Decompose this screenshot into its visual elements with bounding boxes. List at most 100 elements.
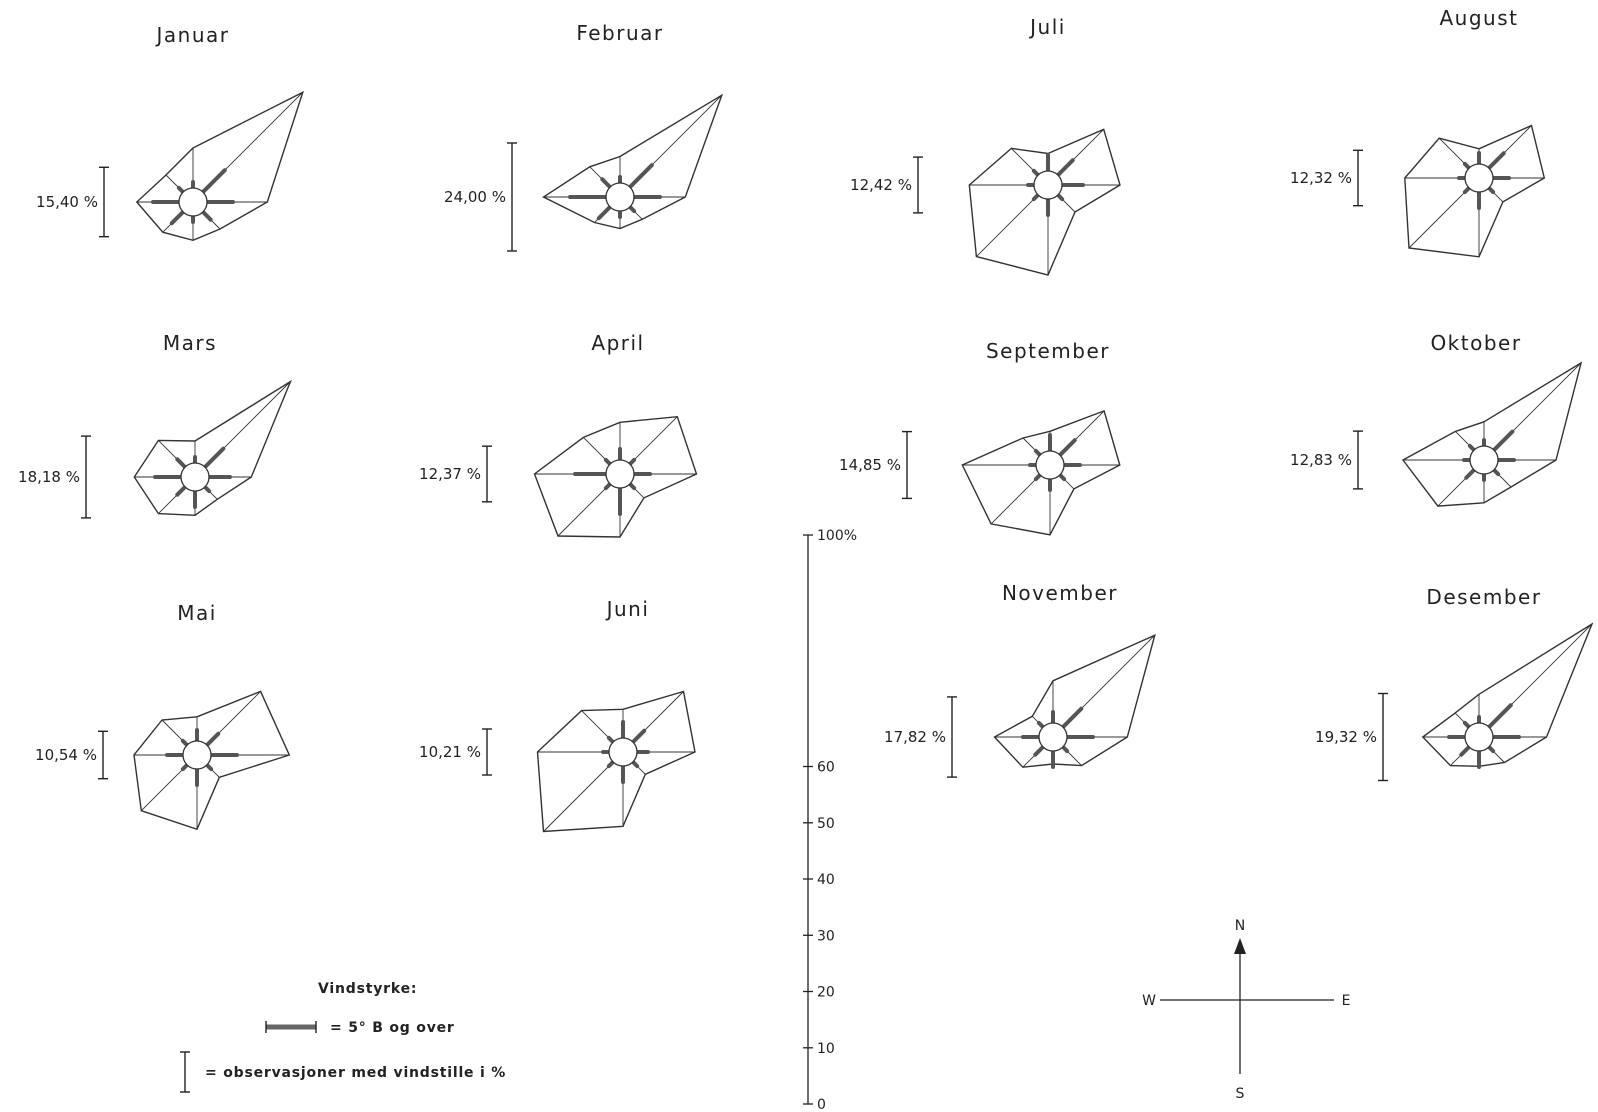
rose-strong-bar-oktober-se xyxy=(1492,468,1501,477)
rose-strong-bar-oktober-ne xyxy=(1492,429,1515,452)
rose-strong-bar-juni-ne xyxy=(631,728,647,744)
rose-strong-bar-mars-ne xyxy=(203,446,226,469)
rose-strong-bar-november-sw xyxy=(1033,745,1045,757)
scale-tick-label-30: 30 xyxy=(817,928,835,944)
rose-outline-mai xyxy=(133,690,291,831)
rose-title-oktober: Oktober xyxy=(1430,331,1521,355)
compass-north-arrow-icon xyxy=(1234,938,1246,954)
rose-center-januar xyxy=(178,187,208,217)
rose-strong-bar-mai-nw xyxy=(180,738,189,747)
wind-rose-februar: Februar 24,00 % xyxy=(444,21,724,252)
rose-title-april: April xyxy=(591,331,644,355)
rose-title-juni: Juni xyxy=(605,597,650,621)
scale-tick-label-60: 60 xyxy=(817,760,835,776)
compass: N E S W xyxy=(1142,918,1350,1102)
rose-spoke-juni-sw xyxy=(543,761,614,832)
rose-outline-oktober xyxy=(1401,361,1583,507)
calm-label-september: 14,85 % xyxy=(839,456,901,474)
rose-strong-bar-juli-sw xyxy=(1031,193,1040,202)
rose-center-november xyxy=(1038,722,1068,752)
legend: Vindstyrke: = 5° B og over = observasjon… xyxy=(180,981,506,1093)
rose-center-juli xyxy=(1033,170,1063,200)
rose-spoke-mai-sw xyxy=(140,764,188,812)
wind-rose-oktober: Oktober 12,83 % xyxy=(1290,331,1583,507)
rose-strong-bar-april-ne xyxy=(628,457,637,466)
rose-strong-bar-januar-sw xyxy=(169,210,185,226)
legend-strong-wind-text: = 5° B og over xyxy=(330,1020,455,1036)
legend-title: Vindstyrke: xyxy=(318,981,417,997)
rose-center-mars xyxy=(180,462,210,492)
rose-strong-bar-desember-sw xyxy=(1459,745,1471,757)
rose-strong-bar-november-nw xyxy=(1036,720,1045,729)
rose-strong-bar-august-se xyxy=(1487,186,1496,195)
rose-title-februar: Februar xyxy=(576,21,663,45)
rose-strong-bar-mars-nw xyxy=(175,457,187,469)
rose-strong-bar-juni-nw xyxy=(606,735,615,744)
rose-strong-bar-februar-se xyxy=(628,205,637,214)
rose-center-juni xyxy=(608,737,638,767)
rose-strong-bar-august-ne xyxy=(1487,151,1506,170)
rose-strong-bar-januar-se xyxy=(201,210,213,222)
rose-strong-bar-april-nw xyxy=(603,457,612,466)
calm-label-august: 12,32 % xyxy=(1290,169,1352,187)
rose-outline-mars xyxy=(133,379,292,517)
rose-center-september xyxy=(1035,450,1065,480)
calm-label-januar: 15,40 % xyxy=(36,193,98,211)
rose-strong-bar-september-nw xyxy=(1033,448,1042,457)
rose-spoke-april-ne xyxy=(629,416,678,465)
rose-spoke-september-sw xyxy=(990,474,1041,525)
wind-rose-april: April 12,37 % xyxy=(419,331,698,538)
rose-outline-januar xyxy=(135,90,304,242)
scale-tick-label-50: 50 xyxy=(817,816,835,832)
rose-strong-bar-oktober-nw xyxy=(1467,443,1476,452)
rose-spoke-august-sw xyxy=(1408,187,1470,249)
rose-strong-bar-juli-se xyxy=(1056,193,1065,202)
rose-strong-bar-juni-se xyxy=(631,760,640,769)
compass-south-label: S xyxy=(1236,1086,1245,1102)
scale-tick-label-40: 40 xyxy=(817,872,835,888)
rose-strong-bar-mars-se xyxy=(203,485,212,494)
calm-label-april: 12,37 % xyxy=(419,465,481,483)
rose-strong-bar-februar-ne xyxy=(628,163,654,189)
scale-tick-label-0: 0 xyxy=(817,1097,826,1112)
calm-label-februar: 24,00 % xyxy=(444,188,506,206)
rose-title-august: August xyxy=(1440,6,1519,30)
calm-label-desember: 19,32 % xyxy=(1315,728,1377,746)
rose-title-november: November xyxy=(1002,581,1118,605)
rose-title-juli: Juli xyxy=(1028,15,1066,39)
calm-label-juni: 10,21 % xyxy=(419,743,481,761)
rose-strong-bar-januar-nw xyxy=(176,185,185,194)
calm-label-mars: 18,18 % xyxy=(18,468,80,486)
rose-strong-bar-juli-ne xyxy=(1056,158,1075,177)
calm-label-oktober: 12,83 % xyxy=(1290,451,1352,469)
rose-strong-bar-november-ne xyxy=(1061,706,1084,729)
scale-tick-label-100: 100% xyxy=(817,528,857,544)
rose-strong-bar-februar-nw xyxy=(600,177,612,189)
rose-strong-bar-april-sw xyxy=(603,482,612,491)
legend-calm-text: = observasjoner med vindstille i % xyxy=(205,1065,506,1081)
rose-strong-bar-august-sw xyxy=(1462,186,1471,195)
rose-spoke-april-sw xyxy=(557,483,611,537)
rose-center-august xyxy=(1464,163,1494,193)
rose-center-mai xyxy=(182,740,212,770)
wind-rose-juni: Juni 10,21 % xyxy=(419,597,696,833)
rose-strong-bar-mars-sw xyxy=(175,485,187,497)
rose-strong-bar-september-sw xyxy=(1033,473,1042,482)
rose-strong-bar-april-se xyxy=(628,482,637,491)
rose-strong-bar-februar-sw xyxy=(596,205,612,221)
calm-label-november: 17,82 % xyxy=(884,728,946,746)
rose-strong-bar-august-nw xyxy=(1462,161,1471,170)
scale-tick-label-20: 20 xyxy=(817,985,835,1001)
rose-outline-desember xyxy=(1421,622,1594,768)
rose-strong-bar-desember-nw xyxy=(1462,720,1471,729)
rose-strong-bar-desember-ne xyxy=(1487,703,1513,729)
rose-strong-bar-september-se xyxy=(1058,473,1067,482)
